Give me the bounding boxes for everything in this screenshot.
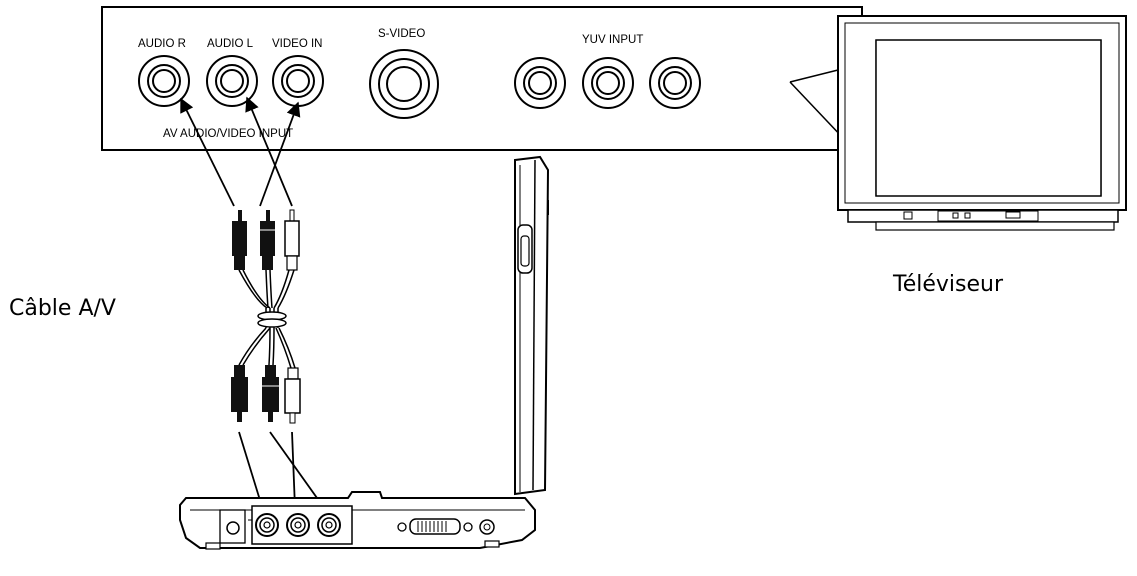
yuv-input-label: YUV INPUT bbox=[582, 34, 643, 46]
television-label: Téléviseur bbox=[893, 272, 1003, 297]
video-in-label: VIDEO IN bbox=[272, 38, 322, 50]
audio-l-jack-icon bbox=[206, 55, 258, 107]
plug-bottom-white-icon bbox=[284, 367, 301, 424]
plug-bottom-black-mid-icon bbox=[262, 365, 279, 422]
s-video-jack-icon bbox=[369, 49, 439, 119]
portable-dvd-player-icon bbox=[179, 155, 550, 550]
av-cable-label: Câble A/V bbox=[9, 296, 116, 321]
plug-top-white-icon bbox=[284, 209, 300, 271]
connection-arrows bbox=[180, 96, 301, 207]
tv-input-panel: AUDIO R AUDIO L VIDEO IN S-VIDEO YUV INP… bbox=[101, 6, 863, 159]
audio-r-jack-icon bbox=[138, 55, 190, 107]
television-icon bbox=[837, 15, 1127, 231]
plug-top-black-mid-icon bbox=[260, 210, 275, 270]
player-jack-1-icon bbox=[255, 513, 279, 537]
player-jack-2-icon bbox=[286, 513, 310, 537]
audio-l-label: AUDIO L bbox=[207, 38, 254, 50]
video-in-jack-icon bbox=[272, 55, 324, 107]
yuv-y-jack-icon bbox=[514, 57, 566, 109]
yuv-u-jack-icon bbox=[582, 57, 634, 109]
av-cable bbox=[231, 209, 301, 424]
av-input-label: AV AUDIO/VIDEO INPUT bbox=[163, 128, 293, 140]
yuv-v-jack-icon bbox=[649, 57, 701, 109]
plug-bottom-black-left-icon bbox=[231, 365, 248, 422]
audio-r-label: AUDIO R bbox=[138, 38, 186, 50]
plug-top-black-left-icon bbox=[232, 210, 247, 270]
player-jack-3-icon bbox=[317, 513, 341, 537]
s-video-label: S-VIDEO bbox=[378, 28, 425, 40]
